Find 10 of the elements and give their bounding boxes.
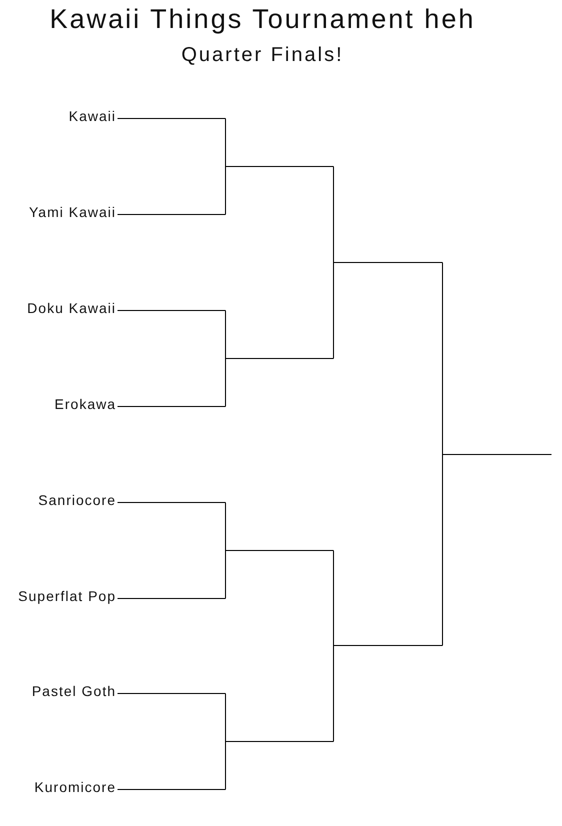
team-name: Kawaii	[68, 108, 116, 124]
team-name: Pastel Goth	[32, 683, 116, 700]
team-name: Erokawa	[54, 396, 116, 412]
team-name: Superflat Pop	[18, 588, 116, 604]
subtitle: Quarter Finals!	[180, 44, 345, 67]
team-name: Yami Kawaii	[29, 204, 116, 220]
title: Kawaii Things Tournament heh	[48, 4, 476, 35]
team-name: Sanriocore	[38, 492, 116, 508]
team-name: Doku Kawaii	[27, 300, 116, 316]
team-name: Kuromicore	[34, 779, 116, 796]
